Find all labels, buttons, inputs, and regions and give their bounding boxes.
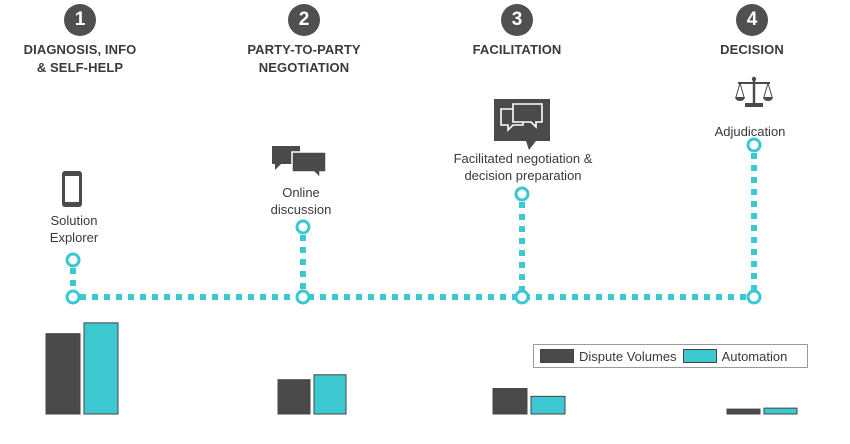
node-step-1-base	[65, 289, 81, 305]
bar-step-3-dispute-volumes	[492, 388, 528, 415]
step-3-label-line2: decision preparation	[464, 168, 582, 183]
step-4-title: DECISION	[672, 41, 832, 59]
step-2-title-line1: PARTY-TO-PARTY	[247, 42, 361, 57]
step-1-label: Solution Explorer	[14, 212, 134, 246]
step-4-title-line1: DECISION	[720, 42, 784, 57]
bar-step-4-automation	[763, 407, 798, 415]
node-step-4-base	[746, 289, 762, 305]
chat-bubbles-box-icon	[494, 99, 550, 150]
step-1-label-line2: Explorer	[49, 230, 99, 245]
step-1-badge: 1	[64, 4, 96, 36]
scales-of-justice-icon	[735, 76, 773, 107]
path-nodes	[65, 137, 762, 305]
step-2-label-line1: Online	[282, 185, 320, 200]
bar-step-1-dispute-volumes	[45, 333, 81, 415]
step-3-title-line1: FACILITATION	[472, 42, 562, 57]
node-step-3-top	[514, 186, 530, 202]
step-1-title-line2: & SELF-HELP	[36, 60, 124, 75]
step-4-badge: 4	[736, 4, 768, 36]
step-1-label-line1: Solution	[50, 213, 98, 228]
legend-label-automation: Automation	[721, 348, 788, 364]
bar-step-2-automation	[313, 374, 347, 415]
bar-step-4-dispute-volumes	[726, 408, 761, 415]
node-step-3-base	[514, 289, 530, 305]
step-2-label: Online discussion	[241, 184, 361, 218]
mobile-phone-icon	[62, 171, 82, 207]
process-path	[70, 153, 757, 300]
step-4-label-line1: Adjudication	[714, 124, 786, 139]
bar-step-3-automation	[530, 395, 566, 415]
step-1-title-line1: DIAGNOSIS, INFO	[23, 42, 137, 57]
step-3-title: FACILITATION	[437, 41, 597, 59]
step-4-label: Adjudication	[690, 123, 810, 140]
step-2-label-line2: discussion	[270, 202, 332, 217]
step-2-badge: 2	[288, 4, 320, 36]
step-3-badge: 3	[501, 4, 533, 36]
node-step-4-top	[746, 137, 762, 153]
node-step-1-top	[65, 252, 81, 268]
chat-bubbles-icon	[272, 146, 327, 180]
bar-step-2-dispute-volumes	[277, 379, 311, 415]
node-step-2-base	[295, 289, 311, 305]
bar-step-1-automation	[83, 322, 119, 415]
legend-label-dispute: Dispute Volumes	[579, 348, 677, 364]
step-3-label-line1: Facilitated negotiation &	[453, 151, 593, 166]
step-2-title-line2: NEGOTIATION	[258, 60, 350, 75]
legend-swatch-dispute	[540, 349, 574, 363]
step-3-label: Facilitated negotiation & decision prepa…	[430, 150, 616, 184]
volume-bars	[45, 322, 798, 415]
step-2-title: PARTY-TO-PARTY NEGOTIATION	[224, 41, 384, 77]
chart-legend: Dispute Volumes Automation	[533, 344, 808, 368]
legend-swatch-automation	[682, 349, 717, 363]
node-step-2-top	[295, 219, 311, 235]
step-1-title: DIAGNOSIS, INFO & SELF-HELP	[0, 41, 160, 77]
